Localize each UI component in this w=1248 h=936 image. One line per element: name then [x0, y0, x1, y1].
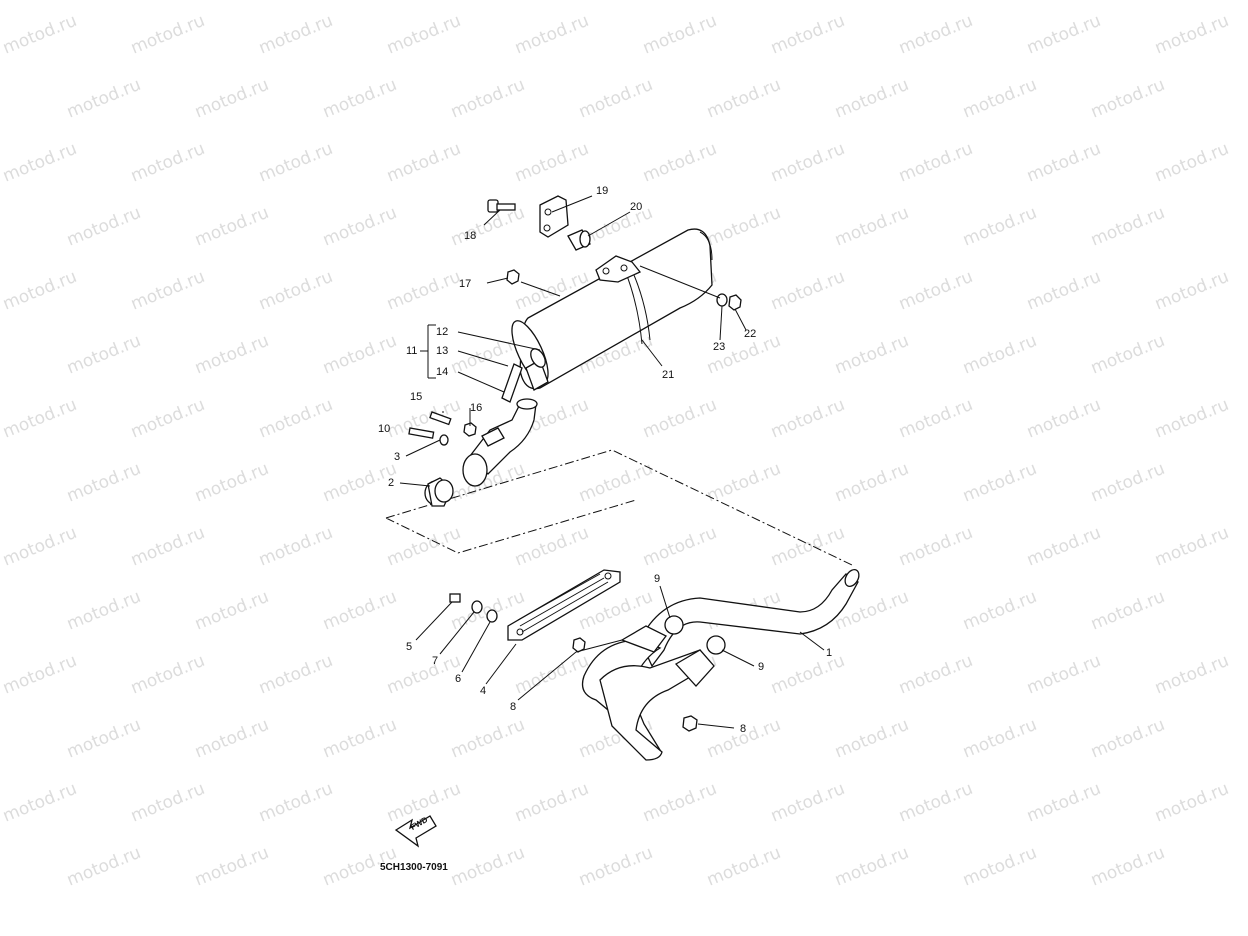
callout-19: 19: [596, 185, 609, 197]
callout-23: 23: [713, 341, 726, 353]
callout-21: 21: [662, 369, 675, 381]
leader-lines: [399, 195, 825, 729]
callout-13: 13: [436, 345, 449, 357]
nut-8-left: [572, 637, 586, 653]
callout-7: 7: [432, 655, 439, 667]
bolt-5: [449, 593, 461, 603]
callout-9-upper: 9: [654, 573, 661, 585]
nut-17: [506, 269, 520, 285]
callout-12: 12: [436, 326, 449, 338]
joint-pipe-14: [462, 398, 538, 487]
protector-4: [507, 569, 621, 641]
diagram-code: 5CH1300-7091: [380, 862, 448, 873]
callout-16: 16: [470, 402, 483, 414]
callout-1: 1: [826, 647, 833, 659]
callout-5: 5: [406, 641, 413, 653]
callout-6: 6: [455, 673, 462, 685]
nut-22: [728, 294, 742, 311]
dashed-assembly-outline: [385, 449, 853, 566]
callout-18: 18: [464, 230, 477, 242]
callout-8-left: 8: [510, 701, 517, 713]
callout-14: 14: [436, 366, 449, 378]
nut-8-lower: [682, 715, 698, 732]
gasket-9-lower: [706, 635, 726, 655]
bolt-10: [408, 427, 435, 439]
callout-9-lower: 9: [758, 661, 765, 673]
gasket-9-upper: [664, 615, 684, 635]
callout-2: 2: [388, 477, 395, 489]
callout-22: 22: [744, 328, 757, 340]
callout-17: 17: [459, 278, 472, 290]
bolt-15: [429, 411, 452, 426]
gasket-2: [424, 477, 454, 507]
callout-20: 20: [630, 201, 643, 213]
callout-15: 15: [410, 391, 423, 403]
nut-16: [463, 422, 477, 437]
callout-4: 4: [480, 685, 487, 697]
callout-10: 10: [378, 423, 391, 435]
exhaust-pipe-1: [581, 568, 860, 761]
callout-8-lower: 8: [740, 723, 747, 735]
washer-6: [486, 609, 498, 623]
forward-arrow: [394, 815, 437, 848]
collar-20: [567, 229, 591, 251]
gasket-13: [501, 363, 523, 403]
washer-3: [439, 434, 449, 446]
muffler-inlet-12: [525, 348, 549, 391]
callout-3: 3: [394, 451, 401, 463]
callout-11: 11: [406, 345, 418, 357]
washer-7: [471, 600, 483, 614]
bolt-18: [487, 199, 516, 213]
bracket-19: [539, 195, 569, 238]
washer-23: [716, 293, 728, 307]
